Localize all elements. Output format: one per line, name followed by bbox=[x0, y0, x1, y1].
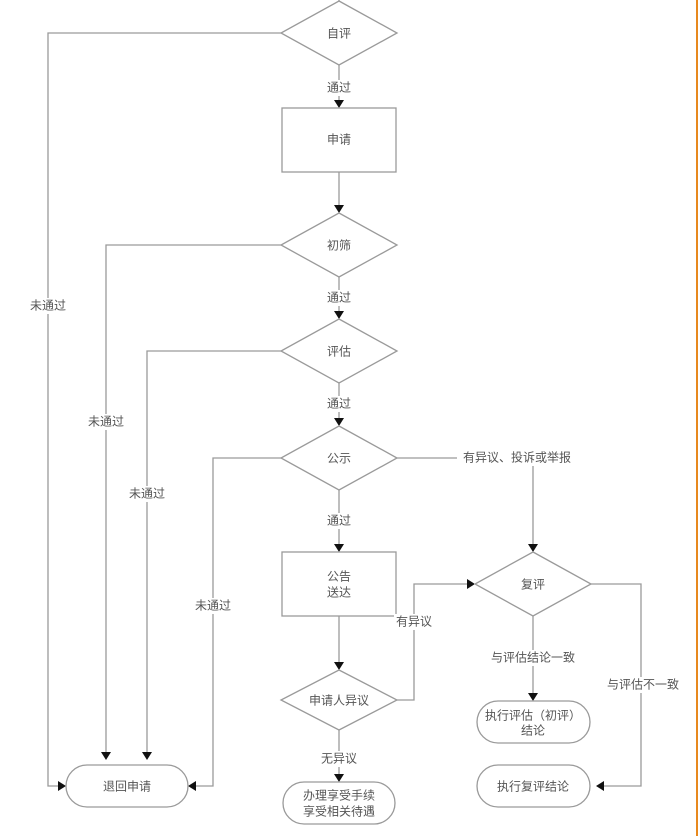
node-label: 申请 bbox=[327, 133, 351, 147]
arrowhead bbox=[101, 752, 111, 760]
edge-label-review-consistent: 与评估结论一致 bbox=[491, 651, 575, 665]
node-execute-review: 执行复评结论 bbox=[476, 764, 591, 808]
arrowhead bbox=[334, 311, 344, 319]
node-apply: 申请 bbox=[281, 107, 397, 173]
node-review: 复评 bbox=[473, 551, 593, 617]
node-label-line-2: 结论 bbox=[521, 724, 545, 738]
frame-border bbox=[696, 0, 698, 836]
node-label: 初筛 bbox=[327, 238, 351, 253]
process-box bbox=[281, 551, 397, 617]
terminal-pill bbox=[476, 764, 591, 808]
node-label: 评估 bbox=[327, 345, 351, 359]
arrowhead bbox=[334, 418, 344, 426]
edge-label-publicize-objection: 有异议、投诉或举报 bbox=[463, 450, 571, 465]
arrowhead bbox=[334, 100, 344, 108]
terminal-pill bbox=[476, 700, 591, 744]
arrowhead bbox=[334, 205, 344, 213]
edge-label-prescreen-pass: 通过 bbox=[327, 291, 351, 305]
arrowhead bbox=[334, 662, 344, 670]
node-label: 复评 bbox=[521, 578, 545, 592]
decision-diamond bbox=[279, 0, 399, 66]
decision-diamond bbox=[279, 425, 399, 491]
terminal-pill bbox=[282, 781, 396, 825]
node-label: 申请人异议 bbox=[309, 694, 369, 708]
node-assess: 评估 bbox=[279, 318, 399, 384]
edge-label-publicize-pass: 通过 bbox=[327, 514, 351, 528]
arrowhead bbox=[596, 781, 604, 791]
arrowhead bbox=[528, 693, 538, 701]
node-execute-assessment: 执行评估（初评） 结论 bbox=[476, 700, 591, 744]
node-notice: 公告 送达 bbox=[281, 551, 397, 617]
edge-label-prescreen-fail: 未通过 bbox=[88, 415, 124, 429]
node-applicant-objection: 申请人异议 bbox=[279, 669, 399, 731]
node-publicize: 公示 bbox=[279, 425, 399, 491]
node-label-line-2: 享受相关待遇 bbox=[303, 804, 375, 819]
terminal-pill bbox=[65, 764, 189, 808]
decision-diamond bbox=[279, 669, 399, 731]
arrowhead bbox=[334, 774, 344, 782]
edge-label-objection-no: 无异议 bbox=[321, 752, 357, 766]
arrowhead bbox=[188, 781, 196, 791]
edge-assess-fail bbox=[146, 350, 281, 752]
node-label-line-1: 公告 bbox=[327, 570, 351, 584]
arrowhead bbox=[58, 781, 66, 791]
edge-objection-yes bbox=[397, 583, 467, 701]
decision-diamond bbox=[473, 551, 593, 617]
node-label: 执行复评结论 bbox=[497, 780, 569, 794]
node-label: 公示 bbox=[327, 452, 351, 466]
edge-prescreen-fail bbox=[105, 244, 281, 752]
node-label: 退回申请 bbox=[103, 780, 151, 794]
node-self-eval: 自评 bbox=[279, 0, 399, 66]
node-label-line-2: 送达 bbox=[327, 585, 351, 600]
node-return-application: 退回申请 bbox=[65, 764, 189, 808]
arrowhead bbox=[528, 544, 538, 552]
edge-label-self-eval-fail: 未通过 bbox=[30, 299, 66, 313]
edge-label-assess-pass: 通过 bbox=[327, 397, 351, 411]
node-handle-benefits: 办理享受手续 享受相关待遇 bbox=[282, 781, 396, 825]
edge-label-self-eval-pass: 通过 bbox=[327, 81, 351, 95]
node-label: 自评 bbox=[327, 27, 351, 41]
node-prescreen: 初筛 bbox=[279, 212, 399, 278]
decision-diamond bbox=[279, 212, 399, 278]
arrowhead bbox=[334, 544, 344, 552]
arrowhead bbox=[467, 579, 475, 589]
process-box bbox=[281, 107, 397, 173]
edge-label-objection-yes: 有异议 bbox=[396, 615, 432, 629]
arrowhead bbox=[142, 752, 152, 760]
edge-label-review-inconsistent: 与评估不一致 bbox=[607, 678, 679, 692]
node-label-line-1: 办理享受手续 bbox=[303, 788, 375, 803]
edge-publicize-fail bbox=[196, 457, 281, 787]
edge-publicize-objection bbox=[397, 457, 534, 544]
node-label-line-1: 执行评估（初评） bbox=[485, 709, 581, 723]
edge-label-assess-fail: 未通过 bbox=[129, 487, 165, 501]
edge-label-publicize-fail: 未通过 bbox=[195, 599, 231, 613]
edge-self-eval-fail bbox=[47, 32, 281, 787]
decision-diamond bbox=[279, 318, 399, 384]
